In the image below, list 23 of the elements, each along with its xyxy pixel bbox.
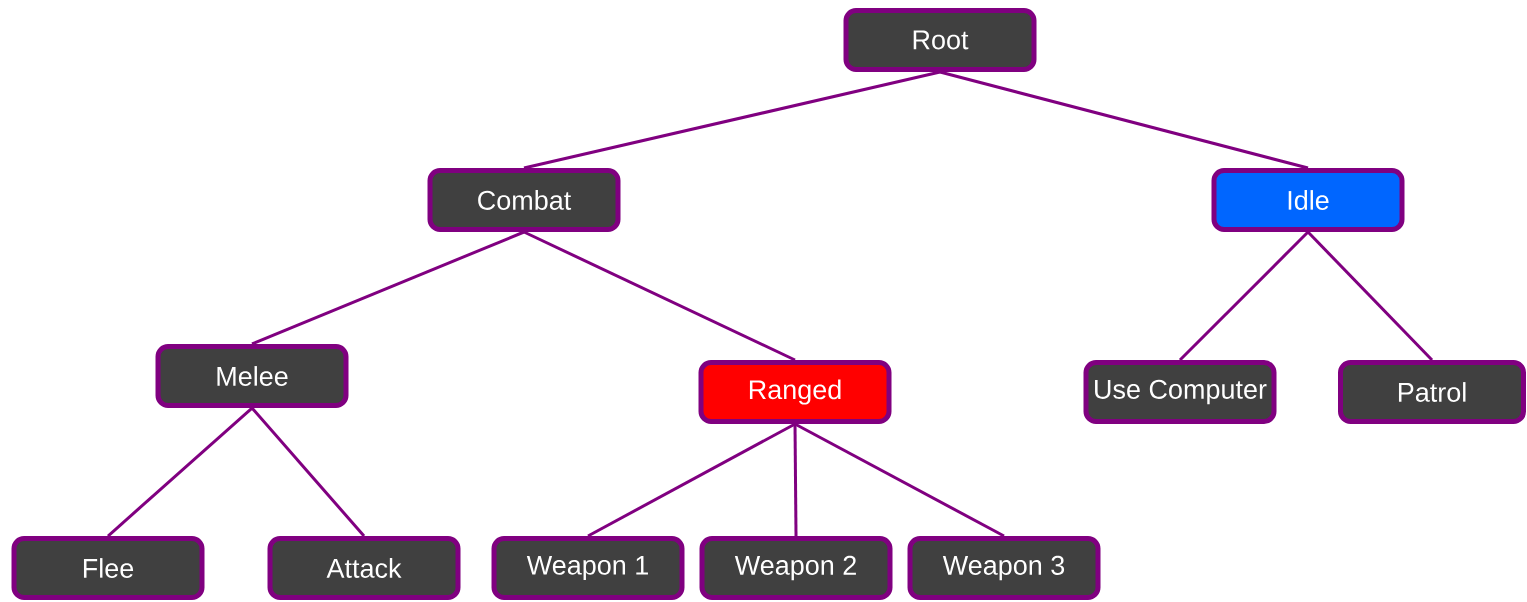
tree-node-box: Ranged — [698, 360, 892, 424]
tree-node-box: Weapon 2 — [699, 536, 893, 600]
connector-line — [251, 230, 525, 346]
tree-node-box: Weapon 3 — [907, 536, 1101, 600]
tree-node-box: Idle — [1211, 168, 1405, 232]
tree-node-box: Weapon 1 — [491, 536, 685, 600]
tree-node-box: Attack — [267, 536, 461, 600]
tree-node-box: Melee — [155, 344, 349, 408]
connector-line — [523, 70, 941, 170]
connector-line — [107, 406, 253, 538]
connector-line — [793, 424, 798, 537]
connector-line — [587, 422, 796, 538]
tree-node-box: Use Computer — [1083, 360, 1277, 424]
connector-line — [1306, 230, 1434, 362]
connector-line — [939, 70, 1309, 170]
tree-node-box: Patrol — [1338, 360, 1526, 424]
connector-line — [794, 422, 1005, 538]
tree-node-box: Root — [843, 8, 1037, 72]
tree-node-box: Combat — [427, 168, 621, 232]
connector-line — [523, 230, 796, 362]
connector-line — [250, 407, 366, 537]
tree-node-box: Flee — [11, 536, 205, 600]
connector-line — [1178, 230, 1310, 362]
